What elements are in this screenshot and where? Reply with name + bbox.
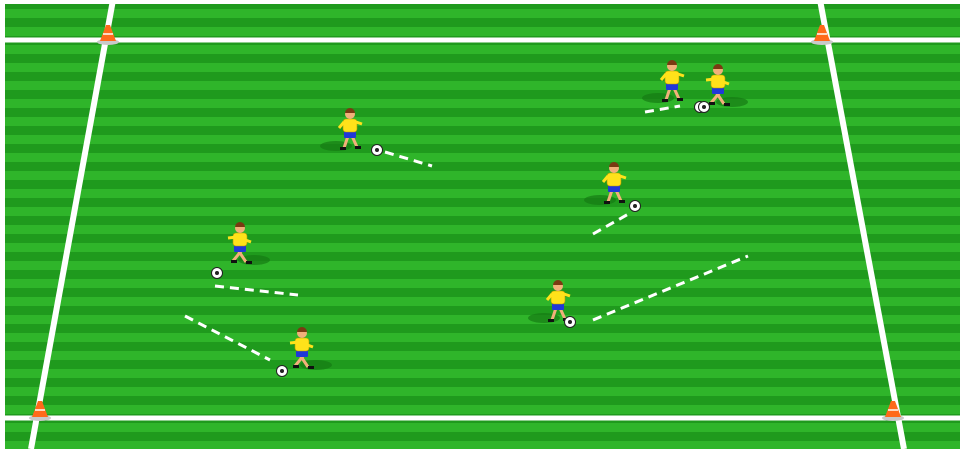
ball-patch [702,105,706,109]
ball-patch [568,320,572,324]
player-shirt [343,119,357,132]
player-boot [548,319,554,322]
player-arm [290,341,308,343]
grass-stripe [0,234,965,243]
grass-stripe [0,180,965,189]
player-boot [246,261,252,264]
player-boot [231,260,237,263]
grass-stripe [0,432,965,441]
player-shirt [551,291,565,304]
grass-stripe [0,198,965,207]
ball-patch [375,148,379,152]
ball-patch [633,204,637,208]
player-arm [620,176,626,178]
player-shirt [665,71,679,84]
right-margin [960,0,965,449]
grass-stripe [0,72,965,81]
grass-stripe [0,162,965,171]
player-arm [356,122,362,124]
grass-stripe [0,378,965,387]
grass-stripe [0,396,965,405]
grass-stripe [0,342,965,351]
grass-stripe [0,324,965,333]
ball-patch [280,369,284,373]
player-boot [662,99,668,102]
player-boot [677,98,683,101]
player-shirt [607,173,621,186]
player-boot [709,102,715,105]
grass-stripe [0,54,965,63]
soccer-ball [699,102,710,113]
player-boot [355,146,361,149]
player-boot [308,366,314,369]
player-boot [724,103,730,106]
player-boot [340,147,346,150]
player-boot [619,200,625,203]
grass-stripe [0,360,965,369]
soccer-ball [565,317,576,328]
player-boot [604,201,610,204]
soccer-ball [277,366,288,377]
soccer-ball [630,201,641,212]
left-margin [0,0,5,449]
player-arm [706,78,724,80]
player-arm [564,294,570,296]
player-boot [293,365,299,368]
ball-patch [215,271,219,275]
soccer-ball [372,145,383,156]
player-arm [228,236,246,238]
grass-stripe [0,126,965,135]
grass-stripe [0,270,965,279]
player-arm [678,74,684,76]
grass-stripe [0,306,965,315]
grass-stripe [0,252,965,261]
grass-stripe [0,108,965,117]
grass-stripe [0,90,965,99]
grass-stripe [0,144,965,153]
soccer-ball [212,268,223,279]
grass-stripe [0,288,965,297]
grass-stripe [0,216,965,225]
